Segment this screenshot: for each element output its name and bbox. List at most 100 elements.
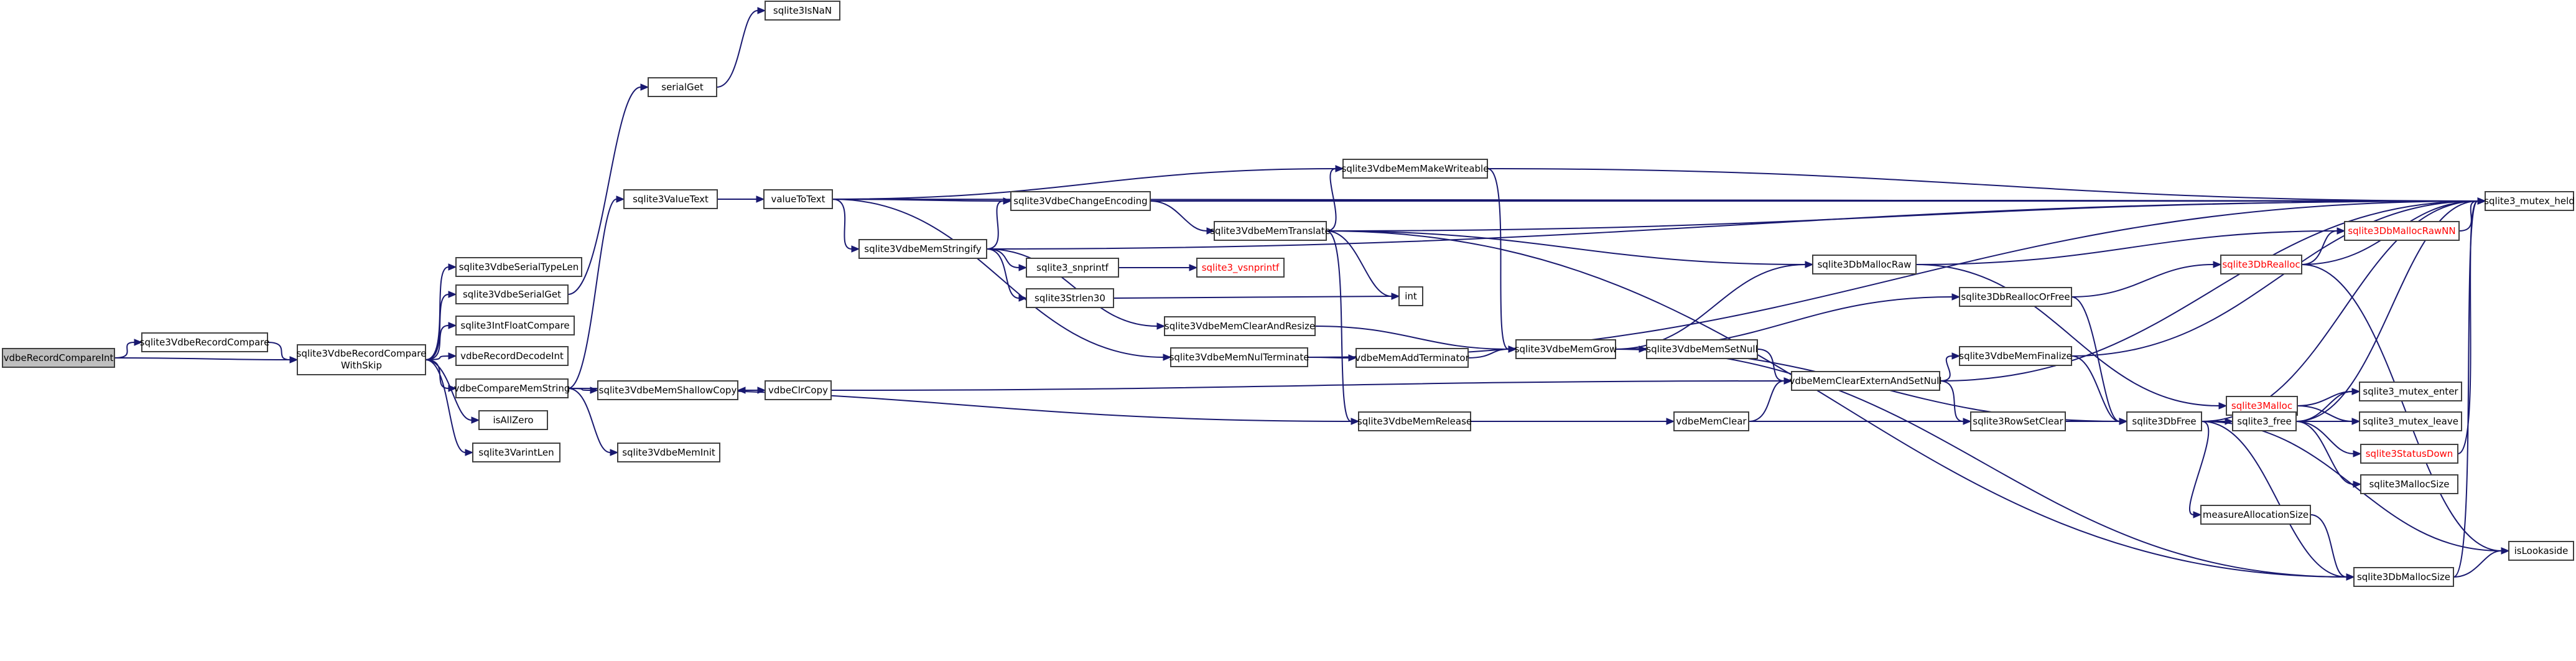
node-isAllZero[interactable]: isAllZero [478,410,548,430]
node-sqlite3VdbeMemRelease[interactable]: sqlite3VdbeMemRelease [1357,411,1472,431]
node-sqlite3VdbeMemGrow[interactable]: sqlite3VdbeMemGrow [1515,339,1617,359]
node-vdbeMemAddTerminator[interactable]: vdbeMemAddTerminator [1355,348,1470,368]
node-sqlite3DbReallocOrFree[interactable]: sqlite3DbReallocOrFree [1959,287,2072,307]
node-vdbeCompareMemString[interactable]: vdbeCompareMemString [454,378,570,398]
edge-arrowhead [2193,511,2202,518]
edge-arrowhead [1951,293,1961,301]
node-vdbeRecordCompareInt[interactable]: vdbeRecordCompareInt [2,348,115,368]
node-box [858,239,987,259]
node-sqlite3VdbeSerialTypeLen[interactable]: sqlite3VdbeSerialTypeLen [455,257,582,277]
node-box [1812,255,1917,274]
edge-vdbeMemClearExternAndSetNull-to-sqlite3VdbeMemFinalize [1939,352,1961,382]
node-sqlite3VdbeSerialGet[interactable]: sqlite3VdbeSerialGet [455,284,569,304]
node-sqlite3VdbeMemClearAndResize[interactable]: sqlite3VdbeMemClearAndResize [1164,316,1316,336]
node-sqlite3_free[interactable]: sqlite3_free [2232,411,2297,431]
node-label: sqlite3VdbeSerialGet [463,289,561,300]
node-box [1010,191,1151,211]
node-vdbeClrCopy[interactable]: vdbeClrCopy [765,380,832,400]
node-sqlite3VdbeMemSetNull[interactable]: sqlite3VdbeMemSetNull [1646,339,1758,359]
node-sqlite3DbFree[interactable]: sqlite3DbFree [2126,411,2202,431]
edge-sqlite3_snprintf-to-sqlite3_vsnprintf [1118,264,1198,271]
node-box [2359,411,2462,431]
node-sqlite3VdbeRecordCompare[interactable]: sqlite3VdbeRecordCompare [140,332,270,352]
node-sqlite3VdbeMemMakeWriteable[interactable]: sqlite3VdbeMemMakeWriteable [1342,159,1489,179]
node-sqlite3VdbeChangeEncoding[interactable]: sqlite3VdbeChangeEncoding [1010,191,1151,211]
edge-sqlite3VdbeRecordCompareWithSkip-to-sqlite3IntFloatCompare [425,322,457,360]
node-serialGet[interactable]: serialGet [648,77,717,97]
node-sqlite3VdbeMemStringify[interactable]: sqlite3VdbeMemStringify [858,239,987,259]
edge-line [2301,264,2502,551]
node-sqlite3_mutex_enter[interactable]: sqlite3_mutex_enter [2359,382,2462,401]
node-label: sqlite3_mutex_leave [2363,416,2458,428]
node-vdbeRecordDecodeInt[interactable]: vdbeRecordDecodeInt [455,346,569,366]
node-label: serialGet [661,82,704,93]
node-sqlite3DbMallocSize[interactable]: sqlite3DbMallocSize [2353,567,2454,587]
node-sqlite3DbRealloc[interactable]: sqlite3DbRealloc [2220,255,2302,274]
node-sqlite3Strlen30[interactable]: sqlite3Strlen30 [1026,288,1114,308]
node-label: sqlite3VdbeMemGrow [1515,344,1617,355]
node-int[interactable]: int [1398,286,1423,306]
node-sqlite3RowSetClear[interactable]: sqlite3RowSetClear [1970,411,2066,431]
node-label: sqlite3VdbeMemShallowCopy [599,385,737,396]
edge-arrowhead [465,449,474,456]
node-sqlite3DbMallocRawNN[interactable]: sqlite3DbMallocRawNN [2344,221,2460,241]
node-sqlite3VdbeMemNulTerminate[interactable]: sqlite3VdbeMemNulTerminate [1169,347,1309,367]
node-sqlite3ValueText[interactable]: sqlite3ValueText [623,189,718,209]
node-label: sqlite3VdbeRecordCompare [297,348,427,359]
edge-vdbeCompareMemString-to-sqlite3ValueText [567,195,625,389]
edge-arrowhead [448,352,457,360]
node-sqlite3VdbeMemShallowCopy[interactable]: sqlite3VdbeMemShallowCopy [597,380,738,400]
edge-line [2295,421,2354,454]
node-vdbeMemClearExternAndSetNull[interactable]: vdbeMemClearExternAndSetNull [1789,371,1942,391]
node-sqlite3VdbeMemFinalize[interactable]: sqlite3VdbeMemFinalize [1959,346,2072,366]
edge-sqlite3VdbeMemMakeWriteable-to-sqlite3_mutex_held [1487,168,2486,205]
edge-arrowhead [1156,322,1166,330]
edge-arrowhead [448,291,457,298]
edge-line [1326,200,2478,232]
node-label: int [1405,291,1417,302]
node-box [2353,567,2454,587]
edge-sqlite3_free-to-sqlite3_mutex_leave [2296,418,2361,425]
edge-line [2071,200,2478,357]
node-isLookaside[interactable]: isLookaside [2508,541,2574,561]
node-sqlite3_snprintf[interactable]: sqlite3_snprintf [1026,258,1119,278]
node-label: sqlite3DbMallocSize [2357,571,2450,583]
node-box [2,348,115,368]
node-valueToText[interactable]: valueToText [763,189,833,209]
node-sqlite3_mutex_held[interactable]: sqlite3_mutex_held [2484,191,2575,211]
node-label: sqlite3VdbeMemClearAndResize [1165,321,1315,332]
node-box [1214,221,1327,241]
edge-sqlite3VdbeRecordCompareWithSkip-to-sqlite3VdbeSerialGet [425,291,457,360]
edge-line [832,199,852,250]
edge-sqlite3VdbeMemGrow-to-sqlite3DbMallocSize [1615,349,2355,581]
node-box [2220,255,2302,274]
node-vdbeMemClear[interactable]: vdbeMemClear [1673,411,1749,431]
edge-sqlite3VdbeRecordCompareWithSkip-to-vdbeRecordDecodeInt [425,352,457,360]
node-box [1398,286,1423,306]
node-sqlite3StatusDown[interactable]: sqlite3StatusDown [2360,444,2458,464]
node-sqlite3IsNaN[interactable]: sqlite3IsNaN [765,1,840,21]
edge-line [1467,349,1509,359]
node-box [1646,339,1758,359]
node-sqlite3VarintLen[interactable]: sqlite3VarintLen [472,443,560,462]
edge-line [716,10,758,88]
node-box [2126,411,2202,431]
edge-line [1487,168,1509,350]
edge-sqlite3DbRealloc-to-isLookaside [2301,264,2510,555]
node-label: sqlite3_mutex_enter [2363,386,2458,398]
node-sqlite3MallocSize[interactable]: sqlite3MallocSize [2360,474,2458,494]
node-sqlite3_vsnprintf[interactable]: sqlite3_vsnprintf [1196,258,1285,278]
node-measureAllocationSize[interactable]: measureAllocationSize [2200,505,2311,525]
edge-sqlite3DbReallocOrFree-to-sqlite3DbFree [2071,296,2128,425]
node-box [297,344,426,375]
node-sqlite3VdbeMemTranslate[interactable]: sqlite3VdbeMemTranslate [1210,221,1331,241]
node-sqlite3IntFloatCompare[interactable]: sqlite3IntFloatCompare [455,316,575,335]
node-box [2360,444,2458,464]
edge-valueToText-to-sqlite3VdbeMemNulTerminate [832,199,1172,361]
node-sqlite3DbMallocRaw[interactable]: sqlite3DbMallocRaw [1812,255,1917,274]
node-sqlite3VdbeMemInit[interactable]: sqlite3VdbeMemInit [617,443,720,462]
node-sqlite3_mutex_leave[interactable]: sqlite3_mutex_leave [2359,411,2462,431]
edge-sqlite3VdbeRecordCompare-to-sqlite3VdbeRecordCompareWithSkip [267,342,299,363]
